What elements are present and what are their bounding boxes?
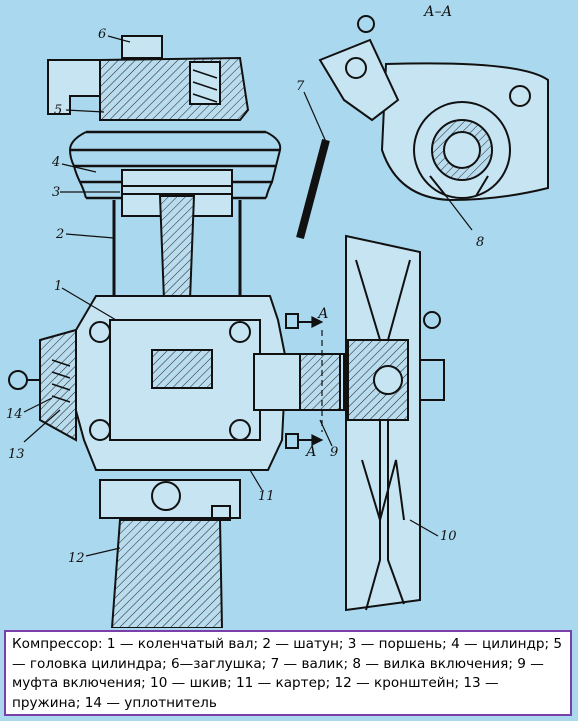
- label-3: 3: [52, 185, 60, 200]
- label-14: 14: [6, 407, 23, 422]
- compressor-body: [8, 35, 345, 628]
- plug-shape: [121, 35, 163, 59]
- pulley-view: [345, 234, 445, 612]
- label-9: 9: [330, 445, 338, 460]
- compressor-drawing: 6 5 4 3 2 1 7 8 9 10 11 12 13 14 А–А А А: [6, 4, 549, 628]
- label-1: 1: [54, 279, 62, 294]
- section-title: А–А: [423, 4, 452, 20]
- leader-lines: [23, 35, 473, 557]
- section-mark-bottom: А: [305, 444, 317, 460]
- label-5: 5: [54, 103, 62, 118]
- label-7: 7: [296, 79, 305, 94]
- label-12: 12: [68, 551, 85, 566]
- cylinder-fins: [70, 130, 280, 200]
- bracket-shape: [110, 519, 224, 628]
- label-10: 10: [440, 529, 457, 544]
- label-4: 4: [51, 155, 60, 170]
- pulley-shape: [345, 234, 421, 612]
- label-8: 8: [476, 235, 484, 250]
- label-6: 6: [98, 27, 106, 42]
- section-mark-top: А: [317, 306, 329, 322]
- label-2: 2: [55, 227, 64, 242]
- figure-caption: Компрессор: 1 — коленчатый вал; 2 — шату…: [4, 630, 572, 716]
- callout-labels: 6 5 4 3 2 1 7 8 9 10 11 12 13 14 А–А А А: [6, 4, 484, 566]
- cylinder-head-shape: [99, 56, 250, 121]
- label-13: 13: [8, 447, 25, 462]
- section-view: [296, 15, 549, 240]
- label-11: 11: [258, 489, 275, 504]
